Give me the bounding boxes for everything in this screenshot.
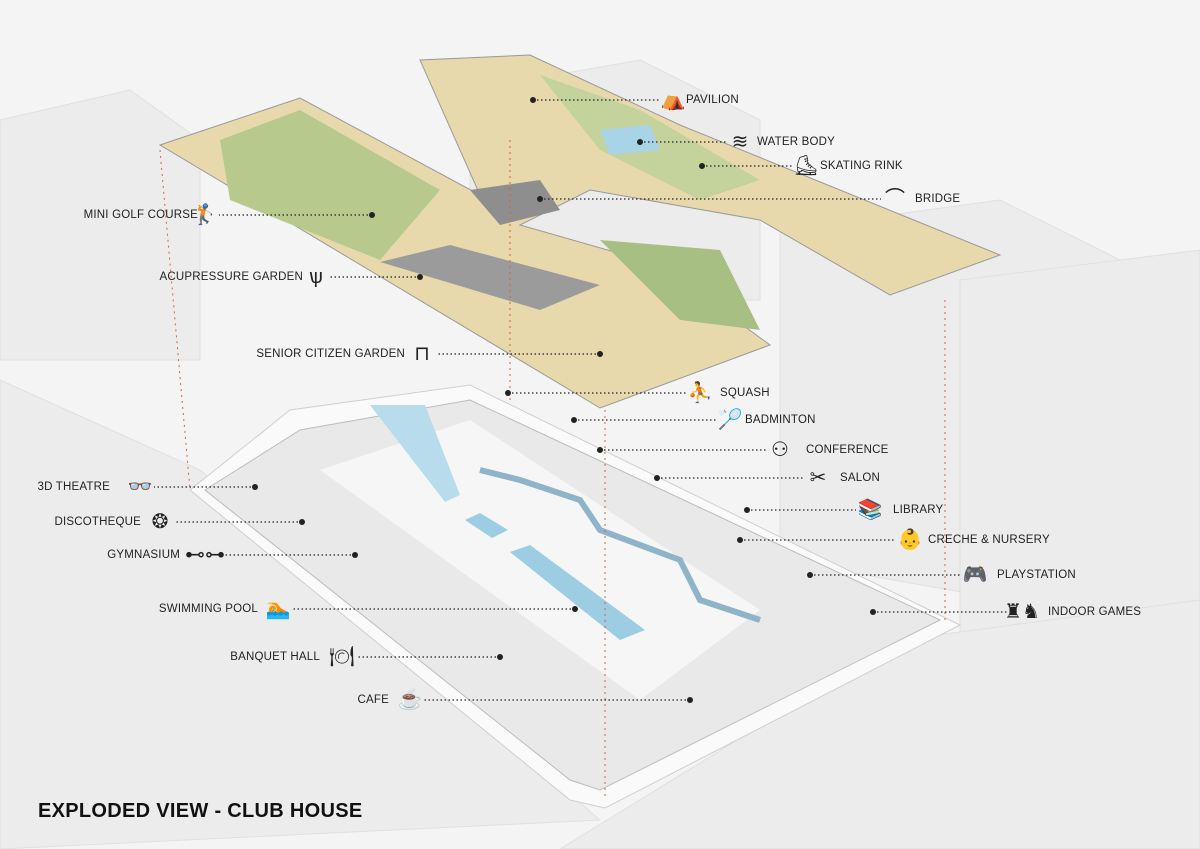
swimming-pool <box>510 545 645 640</box>
coffee-cup-icon: ☕ <box>397 689 423 711</box>
dining-table-icon: 🍽 <box>329 646 355 668</box>
roof-garden <box>158 54 1002 409</box>
label-conference: CONFERENCE <box>806 444 889 456</box>
leader-dot-cafe <box>687 697 693 703</box>
gamepad-icon: 🎮 <box>962 564 988 586</box>
baby-icon: 👶 <box>897 529 923 551</box>
label-playstation: PLAYSTATION <box>997 569 1076 581</box>
diagram-title: EXPLODED VIEW - CLUB HOUSE <box>38 800 363 822</box>
leader-dot-creche-nursery <box>737 537 743 543</box>
label-squash: SQUASH <box>720 387 770 399</box>
leader-dot-pavilion <box>530 97 536 103</box>
disco-ball-icon: ❂ <box>151 511 169 533</box>
leader-dot-library <box>744 507 750 513</box>
club-house-floor <box>189 384 962 809</box>
label-3d-theatre: 3D THEATRE <box>37 481 110 493</box>
3d-glasses-icon: 👓 <box>127 476 153 498</box>
swimmer-icon: 🏊 <box>265 598 291 620</box>
label-swimming-pool: SWIMMING POOL <box>158 603 258 615</box>
glass-roof <box>370 405 460 502</box>
label-bridge: BRIDGE <box>915 193 961 205</box>
label-library: LIBRARY <box>893 504 944 516</box>
leader-dot-mini-golf-course <box>369 212 375 218</box>
leader-dot-skating-rink <box>699 163 705 169</box>
golfer-icon: 🏌 <box>192 204 218 226</box>
label-senior-citizen-garden: SENIOR CITIZEN GARDEN <box>256 348 405 360</box>
pavilion-icon: ⛺ <box>660 89 686 111</box>
leader-dot-water-body <box>637 139 643 145</box>
leader-dot-badminton <box>571 417 577 423</box>
leader-dot-squash <box>505 390 511 396</box>
leader-dot-3d-theatre <box>252 484 258 490</box>
badminton-player-icon: 🏸 <box>717 409 743 431</box>
label-discotheque: DISCOTHEQUE <box>54 516 141 528</box>
grass-icon: ѱ <box>309 266 323 288</box>
label-skating-rink: SKATING RINK <box>820 160 903 172</box>
bench-icon: ⊓ <box>414 343 430 365</box>
water-body <box>600 125 660 155</box>
context-buildings <box>0 59 1200 849</box>
leader-dot-bridge <box>537 196 543 202</box>
bridge-arch-icon: ⌒ <box>885 188 905 210</box>
projection-lines <box>159 140 946 800</box>
leader-dot-banquet-hall <box>497 654 503 660</box>
label-salon: SALON <box>840 472 880 484</box>
label-water-body: WATER BODY <box>757 136 836 148</box>
leader-dot-indoor-games <box>870 609 876 615</box>
conference-table-icon: ⚇ <box>771 439 789 461</box>
leader-dot-acupressure-garden <box>417 274 423 280</box>
label-creche-nursery: CRECHE & NURSERY <box>928 534 1050 546</box>
chess-pieces-icon: ♜♞ <box>1004 601 1040 623</box>
label-mini-golf-course: MINI GOLF COURSE <box>83 209 198 221</box>
bridge <box>470 180 560 225</box>
scissors-comb-icon: ✂ <box>809 467 827 489</box>
leader-dot-salon <box>654 475 660 481</box>
label-indoor-games: INDOOR GAMES <box>1048 606 1142 618</box>
leader-dot-senior-citizen-garden <box>597 351 603 357</box>
squash-players-icon: ⛹ <box>687 382 713 404</box>
roller-skate-icon: ⛸ <box>793 155 819 177</box>
leader-dot-conference <box>597 447 603 453</box>
small-pool <box>465 513 508 538</box>
leader-dot-playstation <box>807 572 813 578</box>
leader-dot-discotheque <box>299 519 305 525</box>
dumbbell-icon: ⊷⊶ <box>185 544 225 566</box>
label-gymnasium: GYMNASIUM <box>107 549 180 561</box>
leader-dot-swimming-pool <box>572 606 578 612</box>
label-pavilion: PAVILION <box>686 94 739 106</box>
leader-dot-gymnasium <box>352 552 358 558</box>
label-acupressure-garden: ACUPRESSURE GARDEN <box>159 271 303 283</box>
label-cafe: CAFE <box>357 694 389 706</box>
water-waves-icon: ≋ <box>731 131 749 153</box>
label-banquet-hall: BANQUET HALL <box>230 651 320 663</box>
acupressure-path <box>380 245 600 310</box>
books-icon: 📚 <box>857 499 883 521</box>
label-badminton: BADMINTON <box>745 414 816 426</box>
